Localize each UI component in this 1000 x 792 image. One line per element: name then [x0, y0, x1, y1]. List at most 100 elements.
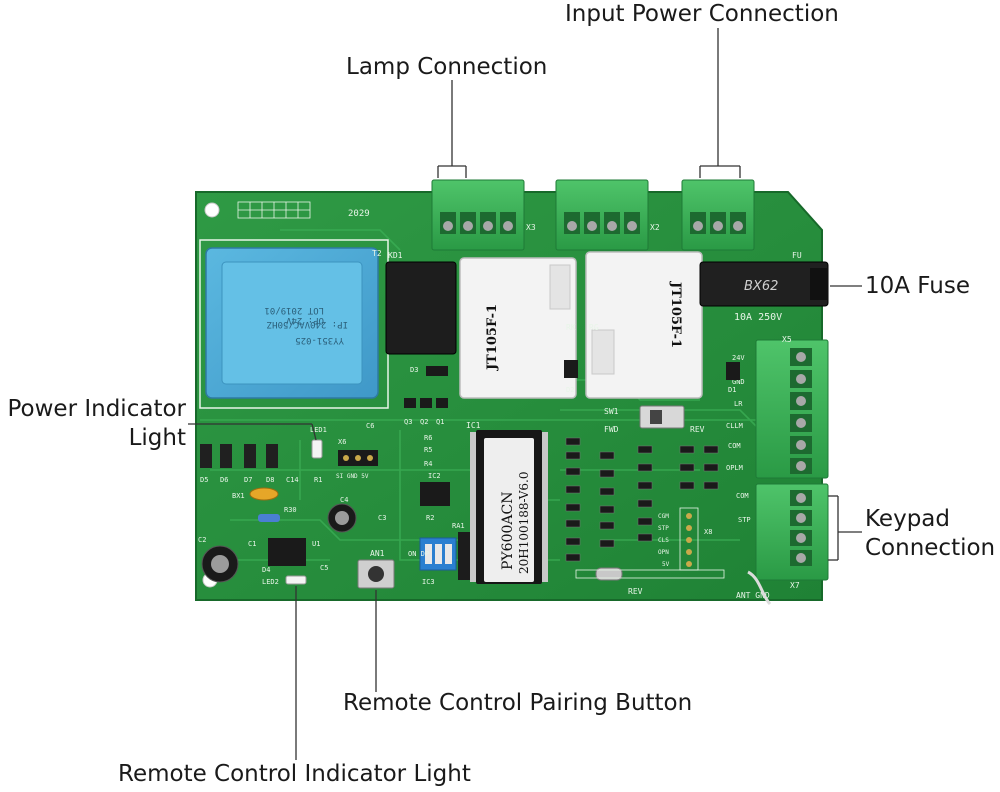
r30-label: R30 — [284, 506, 297, 514]
regulator-u1 — [268, 538, 306, 566]
fuse-rating: 10A 250V — [734, 312, 782, 323]
antenna-wire — [747, 570, 772, 606]
relay-1-label: JT105F-1 — [485, 304, 500, 371]
q3-label: Q3 — [404, 418, 412, 426]
silk-table — [237, 201, 311, 219]
microcontroller-chip: PY600ACN 20H100188-V6.0 — [470, 430, 548, 584]
rev-label: REV — [690, 425, 705, 434]
relay-2: JT105F-1 — [585, 251, 703, 399]
terminal-keypad-x7 — [755, 483, 829, 581]
d7-label: D7 — [244, 476, 252, 484]
keypad-callout-line1: Keypad — [865, 506, 950, 532]
x3-label: X3 — [526, 223, 536, 232]
pairing-button[interactable] — [357, 559, 395, 589]
svg-text:LR: LR — [734, 400, 743, 408]
u1-label: U1 — [312, 540, 320, 548]
rg-label: RG — [589, 323, 599, 332]
terminal-power-input — [681, 179, 755, 251]
relay-kd1 — [385, 261, 457, 355]
c1-label: C1 — [248, 540, 256, 548]
x7-label: X7 — [790, 581, 800, 590]
power-indicator-callout-line1: Power Indicator — [7, 396, 187, 422]
ra1-resistor-array — [458, 532, 470, 580]
chip-line1: PY600ACN — [500, 492, 516, 570]
relay-2-label: JT105F-1 — [668, 281, 683, 348]
fuse-callout: 10A Fuse — [865, 273, 970, 299]
d4-label: D4 — [262, 566, 270, 574]
svg-text:CLLM: CLLM — [726, 422, 743, 430]
svg-text:CLS: CLS — [658, 537, 669, 544]
d2-label: D2 — [566, 386, 574, 394]
x8-pin-labels: CGM STP CLS OPN 5V — [658, 513, 670, 568]
input-power-callout: Input Power Connection — [565, 1, 839, 27]
fuse-cap — [810, 268, 828, 300]
d5-label: D5 — [200, 476, 208, 484]
transformer-markings: LOT 2019/01 OP: 24V IP: 240VAC/50HZ YY35… — [264, 305, 348, 345]
transformer-top — [221, 261, 363, 385]
dip-labels: ON DP — [408, 550, 429, 558]
ic1-label: IC1 — [466, 421, 481, 430]
bottom-header — [575, 569, 725, 579]
header-x6 — [338, 450, 378, 466]
d3-label: D3 — [410, 366, 418, 374]
c5-label: C5 — [320, 564, 328, 572]
ic2-label: IC2 — [428, 472, 441, 480]
ra1-label: RA1 — [452, 522, 465, 530]
svg-text:IP: 240VAC/50HZ: IP: 240VAC/50HZ — [266, 319, 348, 329]
svg-text:OPLM: OPLM — [726, 464, 743, 472]
x6-pins: SI GND 5V — [336, 473, 369, 480]
relay-1: JT105F-1 — [459, 257, 577, 399]
x5-pin-labels: 24V GND LR CLLM COM OPLM — [726, 354, 745, 472]
q1-label: Q1 — [436, 418, 444, 426]
x6-label: X6 — [338, 438, 346, 446]
x7-pin-stp: STP — [738, 516, 751, 524]
x7-pin-com: COM — [736, 492, 749, 500]
diode-d1 — [726, 362, 740, 380]
x5-label: X5 — [782, 335, 792, 344]
svg-text:OPN: OPN — [658, 549, 669, 556]
svg-text:LOT 2019/01: LOT 2019/01 — [264, 305, 324, 315]
svg-text:YY351-025: YY351-025 — [295, 335, 344, 345]
c6-label: C6 — [366, 422, 374, 430]
svg-text:5V: 5V — [662, 561, 670, 568]
svg-text:CGM: CGM — [658, 513, 669, 520]
r5-label: R5 — [424, 446, 432, 454]
direction-switch-sw1[interactable] — [639, 405, 685, 429]
svg-text:STP: STP — [658, 525, 669, 532]
capacitor-c2-top — [211, 555, 229, 573]
c14-label: C14 — [286, 476, 299, 484]
ic3-label: IC3 — [422, 578, 435, 586]
bx1-label: BX1 — [232, 492, 245, 500]
ic2-chip — [420, 482, 450, 506]
t2-label: T2 — [372, 249, 382, 258]
kd1-label: KD1 — [388, 251, 403, 260]
r2-label: R2 — [426, 514, 434, 522]
pairing-button-callout: Remote Control Pairing Button — [343, 690, 693, 716]
r6-label: R6 — [424, 434, 432, 442]
c2-label: C2 — [198, 536, 206, 544]
x8-label: X8 — [704, 528, 712, 536]
terminal-x5 — [755, 339, 829, 479]
fwd-label: FWD — [604, 425, 619, 434]
x2-label: X2 — [650, 223, 660, 232]
svg-text:OP: 24V: OP: 24V — [285, 315, 324, 325]
an1-label: AN1 — [370, 549, 385, 558]
d8-label: D8 — [266, 476, 274, 484]
power-indicator-callout-line2: Light — [128, 425, 186, 451]
c4-label: C4 — [340, 496, 348, 504]
svg-text:24V: 24V — [732, 354, 745, 362]
power-indicator-led — [311, 439, 323, 459]
smd-components — [565, 437, 719, 562]
chip-line2: 20H100188-V6.0 — [517, 472, 531, 574]
diode-d3 — [426, 366, 448, 376]
d6-label: D6 — [220, 476, 228, 484]
rev-bottom-label: REV — [628, 587, 643, 596]
remote-indicator-led — [285, 575, 307, 585]
r1-label: R1 — [314, 476, 322, 484]
led2-label: LED2 — [262, 578, 279, 586]
mounting-hole — [204, 202, 220, 218]
terminal-x2 — [555, 179, 649, 251]
q2-label: Q2 — [420, 418, 428, 426]
svg-text:GND: GND — [732, 378, 745, 386]
capacitor-c4-top — [335, 511, 349, 525]
